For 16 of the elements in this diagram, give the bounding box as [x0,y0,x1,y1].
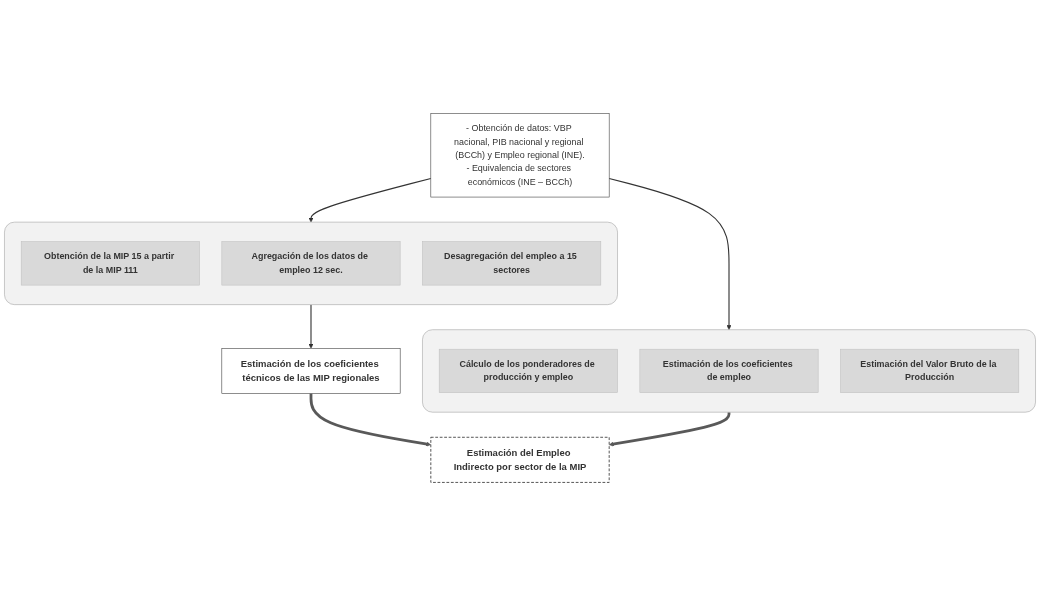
node-box: Estimación del Empleo Indirecto por sector de la MIP [430,436,610,483]
arrow [608,177,732,330]
cluster [422,329,1036,413]
node-box: Estimación de los coeficientes técnicos de las MIP regionales [221,347,401,394]
cluster [4,221,618,305]
arrow [608,411,731,447]
arrow [308,303,314,349]
node-box: Estimación del Valor Bruto de la Producción [840,348,1020,393]
node-box: - Obtención de datos: VBP nacional, PIB nacional y regional (BCCh) y Empleo regional (INE). - Equivalencia de sectores económicos (INE – BCCh) [430,112,610,197]
node-box: Agregación de los datos de empleo 12 sec. [221,240,401,285]
node-box: Estimación de los coeficientes de empleo [639,348,819,393]
node-box: Desagregación del empleo a 15 sectores [422,240,602,285]
node-box: Obtención de la MIP 15 a partir de la MIP 111 [20,240,200,285]
node-box: Cálculo de los ponderadores de producción y empleo [438,348,618,393]
arrow [308,177,432,222]
arrow [309,393,432,447]
